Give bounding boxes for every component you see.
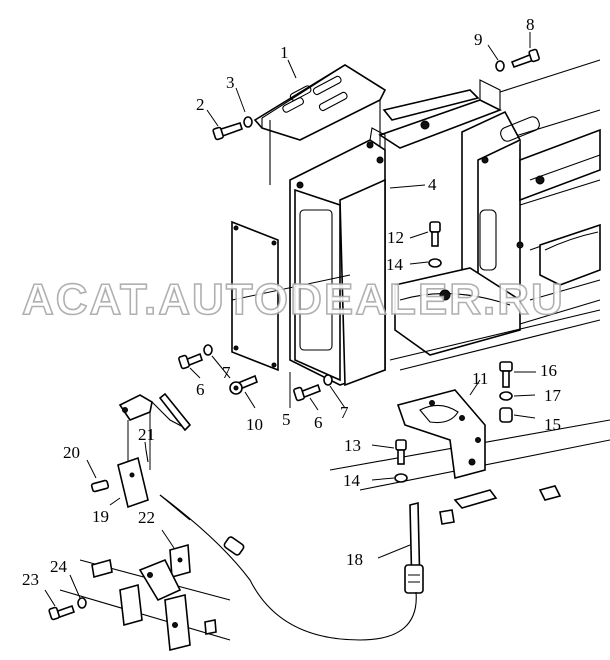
callout-6-right: 6: [314, 413, 323, 432]
pin-21: [145, 449, 149, 463]
bolt-16: [499, 361, 513, 388]
callout-15: 15: [544, 415, 561, 434]
callout-3: 3: [226, 73, 235, 92]
bracket-22: [169, 543, 191, 579]
control-cable-18: [159, 494, 424, 641]
callout-16: 16: [540, 361, 557, 380]
washer-7-right: [323, 374, 333, 386]
leader-lines: [44, 32, 536, 607]
washer-17: [499, 391, 513, 401]
side-panel-5: [231, 220, 351, 372]
washer-3: [243, 116, 253, 128]
callout-24: 24: [50, 557, 68, 576]
clip-blocks: [439, 485, 562, 525]
callout-22: 22: [138, 508, 155, 527]
bolt-23: [48, 604, 76, 621]
callout-4: 4: [428, 175, 437, 194]
bolt-12: [429, 221, 441, 247]
callout-7-left: 7: [222, 363, 231, 382]
callout-20: 20: [63, 443, 80, 462]
callout-1: 1: [280, 43, 289, 62]
bolt-8: [510, 48, 540, 69]
callout-7-right: 7: [340, 403, 349, 422]
callout-19: 19: [92, 507, 109, 526]
callout-18: 18: [346, 550, 363, 569]
callout-5: 5: [282, 410, 291, 429]
callout-14-upper: 14: [386, 255, 404, 274]
watermark-text: ACAT.AUTODEALER.RU: [22, 275, 565, 324]
bracket-19: [117, 456, 149, 509]
bolt-6-left: [178, 352, 203, 370]
callout-8: 8: [526, 15, 535, 34]
callout-21: 21: [138, 425, 155, 444]
callout-17: 17: [544, 386, 562, 405]
washer-24: [77, 597, 87, 609]
lever-assembly: [118, 392, 192, 475]
callout-labels: 1 2 3 4 5 6 6 7 7 8 9 10 11 12 13 14 14 …: [22, 15, 562, 589]
bolt-13: [395, 439, 407, 465]
callout-11: 11: [472, 369, 488, 388]
bolt-20: [90, 479, 110, 493]
spacer-15: [499, 407, 513, 423]
mount-plates: [59, 558, 231, 652]
washer-9: [495, 60, 505, 72]
callout-2: 2: [196, 95, 205, 114]
frame-structure: [329, 59, 610, 491]
bolt-10: [229, 374, 258, 395]
callout-14-lower: 14: [343, 471, 361, 490]
washer-7-left: [203, 344, 213, 356]
callout-23: 23: [22, 570, 39, 589]
callout-12: 12: [387, 228, 404, 247]
bracket-11: [396, 389, 486, 480]
bolt-2: [212, 121, 244, 141]
washer-14-lower: [394, 473, 408, 483]
callout-10: 10: [246, 415, 263, 434]
callout-9: 9: [474, 30, 483, 49]
bolt-6-right: [293, 383, 321, 402]
cover-plate-1: [253, 64, 387, 185]
washer-14-upper: [428, 258, 442, 268]
callout-6-left: 6: [196, 380, 205, 399]
console-housing-4: [289, 127, 386, 387]
callout-13: 13: [344, 436, 361, 455]
